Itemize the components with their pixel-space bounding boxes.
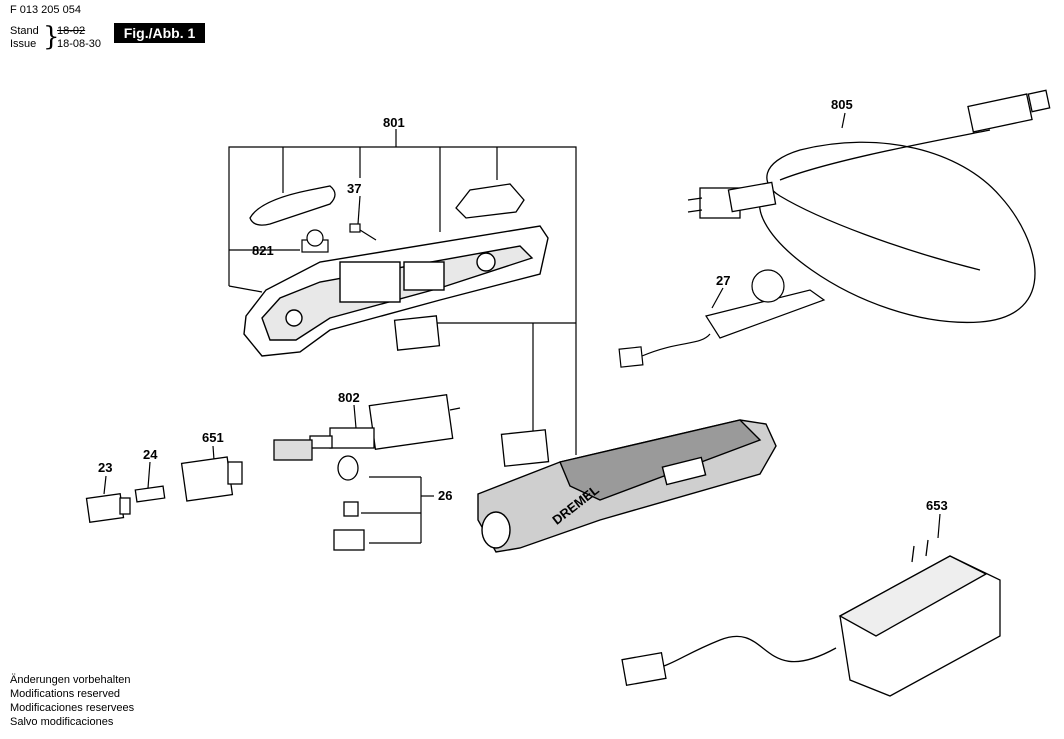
leader-26 — [361, 476, 434, 544]
callout-802: 802 — [338, 390, 360, 405]
leader-27 — [711, 287, 724, 309]
footer-note-es: Salvo modificaciones — [10, 716, 114, 728]
footer-note-de: Änderungen vorbehalten — [10, 674, 131, 686]
callout-801: 801 — [383, 115, 405, 130]
footer-note-en: Modifications reserved — [10, 688, 121, 700]
collet — [134, 485, 166, 503]
switch-cap-left — [249, 185, 336, 226]
motor-assembly — [273, 394, 461, 551]
callout-821: 821 — [252, 243, 274, 258]
leader-23 — [103, 475, 107, 495]
leader-653 — [937, 513, 941, 539]
document-number: F 013 205 054 — [10, 4, 81, 16]
callout-23: 23 — [98, 460, 112, 475]
power-cord — [687, 89, 1051, 323]
leader-801 — [228, 129, 577, 455]
pad-lower — [500, 429, 550, 467]
brace-glyph: } — [43, 22, 60, 52]
leader-805 — [841, 112, 846, 129]
housing-half — [243, 225, 549, 357]
issue-label: Issue — [10, 38, 37, 50]
charger — [621, 539, 1001, 697]
leader-802 — [353, 404, 357, 429]
callout-651: 651 — [202, 430, 224, 445]
bearing-cap — [301, 229, 329, 253]
pad-upper — [393, 315, 441, 351]
stand-label: Stand — [10, 25, 39, 37]
screw — [349, 223, 377, 241]
circuit-board — [618, 269, 826, 368]
stand-date: 18-02 — [57, 25, 86, 37]
switch-cap-right — [455, 183, 525, 219]
callout-805: 805 — [831, 97, 853, 112]
chuck — [180, 456, 243, 502]
footer-note-fr: Modificaciones reservees — [10, 702, 135, 714]
callout-653: 653 — [926, 498, 948, 513]
figure-badge: Fig./Abb. 1 — [114, 23, 205, 43]
callout-26: 26 — [438, 488, 452, 503]
leader-24 — [147, 461, 151, 489]
collet-nut — [85, 493, 131, 523]
callout-27: 27 — [716, 273, 730, 288]
callout-37: 37 — [347, 181, 361, 196]
tool-body — [477, 419, 777, 553]
callout-24: 24 — [143, 447, 158, 462]
leader-651 — [212, 445, 215, 461]
issue-date: 18-08-30 — [57, 38, 102, 50]
